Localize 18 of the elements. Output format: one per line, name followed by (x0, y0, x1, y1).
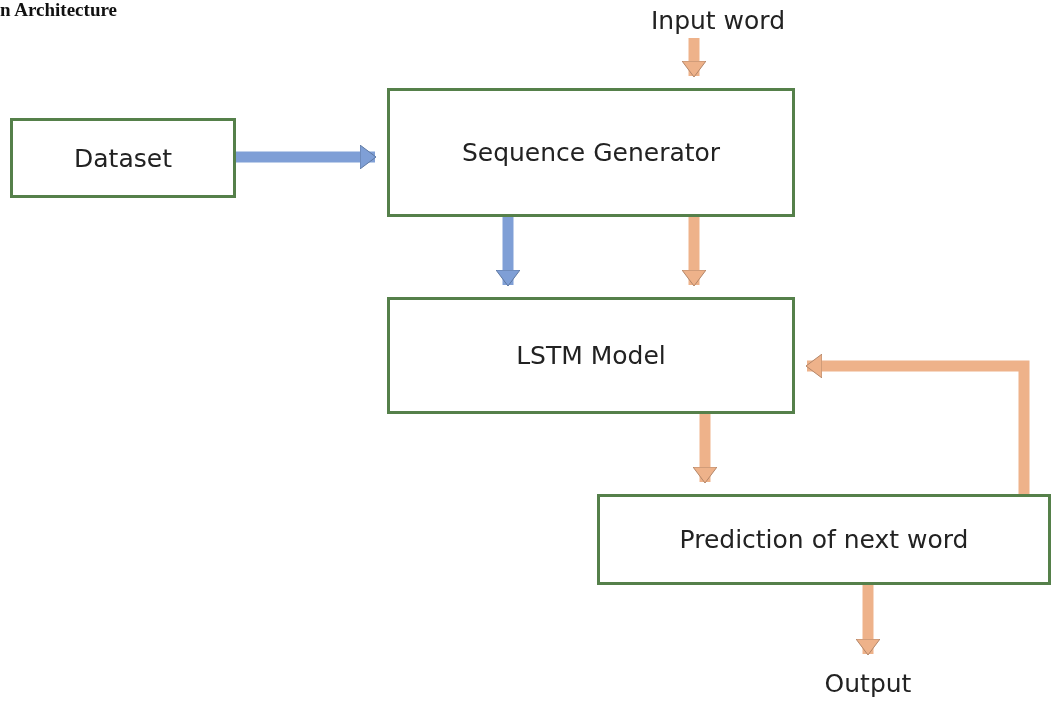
process-box (597, 494, 1051, 585)
box-label: Prediction of next word (679, 525, 969, 554)
title: n Architecture (0, 0, 117, 20)
block-arrow (681, 217, 707, 287)
flow-label: Input word (650, 5, 786, 35)
block-arrow (855, 585, 881, 656)
flow-label: Output (824, 668, 912, 698)
process-box (10, 118, 236, 198)
block-arrow (236, 144, 377, 170)
box-label: Sequence Generator (461, 138, 721, 167)
process-box (387, 297, 795, 414)
block-arrow (681, 38, 707, 78)
box-label: LSTM Model (516, 341, 666, 370)
process-box (387, 88, 795, 217)
block-arrow (805, 353, 1030, 494)
block-arrow (495, 217, 521, 287)
block-arrow (692, 414, 718, 484)
box-label: Dataset (74, 143, 172, 173)
